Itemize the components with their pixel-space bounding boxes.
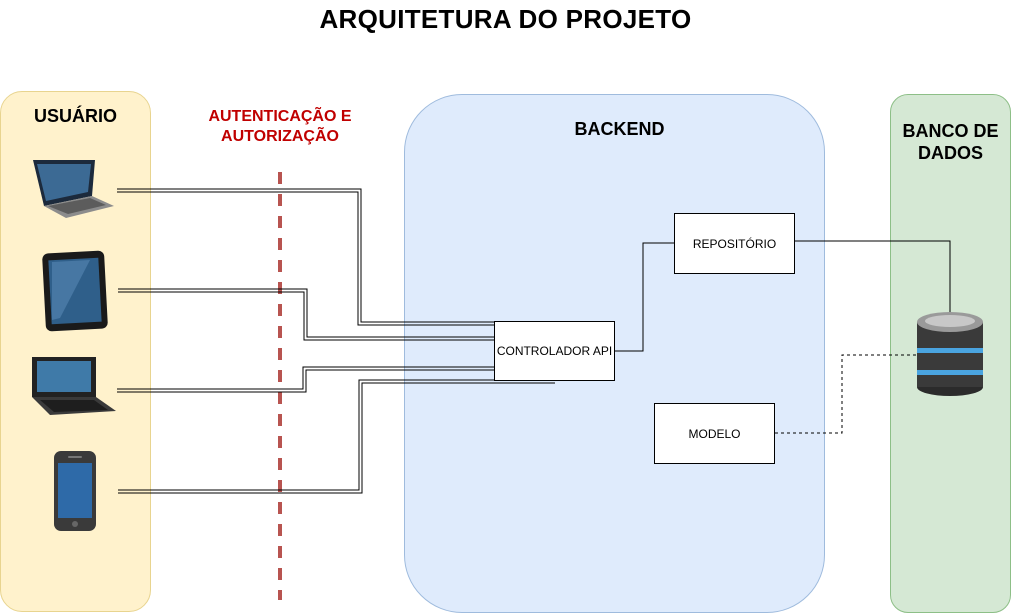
- connector-repository-database: [795, 240, 951, 312]
- auth-label: AUTENTICAÇÃO E AUTORIZAÇÃO: [208, 108, 352, 145]
- connector-laptop: [117, 188, 494, 326]
- connector-model-database: [775, 354, 918, 434]
- repository-box: REPOSITÓRIO: [674, 213, 795, 274]
- database-lane-label: BANCO DE DADOS: [902, 121, 999, 163]
- backend-lane-label: BACKEND: [574, 119, 665, 139]
- netbook-icon: [32, 357, 116, 415]
- smartphone-icon: [54, 451, 96, 531]
- repository-label: REPOSITÓRIO: [692, 236, 777, 251]
- connector-tablet: [118, 288, 494, 341]
- controller-api-label: CONTROLADOR API: [496, 344, 613, 358]
- database-icon: [917, 312, 983, 396]
- model-box: MODELO: [654, 403, 775, 464]
- user-lane-label: USUÁRIO: [33, 106, 117, 126]
- diagram-title: ARQUITETURA DO PROJETO: [319, 4, 692, 34]
- tablet-icon: [42, 250, 108, 332]
- model-label: MODELO: [688, 426, 741, 441]
- connector-smartphone: [118, 379, 555, 494]
- laptop-icon: [33, 160, 114, 218]
- connector-controller-repository: [615, 242, 674, 352]
- controller-api-box: CONTROLADOR API: [494, 321, 615, 381]
- connector-netbook: [117, 366, 494, 393]
